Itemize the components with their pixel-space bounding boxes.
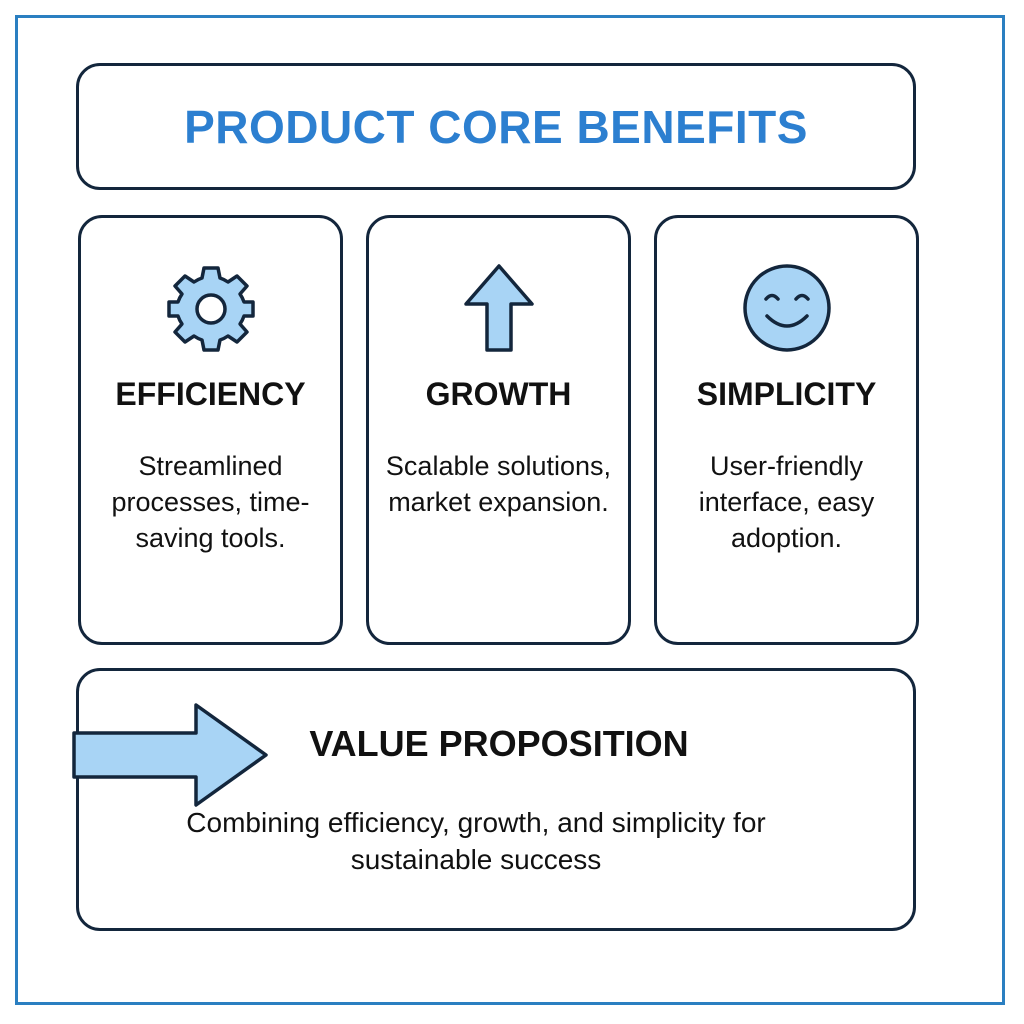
smiley-icon (742, 264, 831, 352)
up-arrow-icon (463, 264, 534, 352)
page-title: PRODUCT CORE BENEFITS (184, 100, 808, 153)
benefit-card-efficiency: EFFICIENCY Streamlined processes, time-s… (78, 215, 343, 645)
gear-icon (166, 266, 255, 352)
benefit-card-growth: GROWTH Scalable solutions, market expans… (366, 215, 631, 645)
card-description: Scalable solutions, market expansion. (385, 451, 612, 517)
right-arrow-icon (72, 703, 268, 807)
card-description: Streamlined processes, time-saving tools… (111, 451, 310, 553)
value-description: Combining efficiency, growth, and simpli… (186, 807, 766, 875)
card-description: User-friendly interface, easy adoption. (698, 451, 875, 553)
card-heading: SIMPLICITY (696, 376, 877, 412)
title-box: PRODUCT CORE BENEFITS (76, 63, 916, 190)
value-heading: VALUE PROPOSITION (309, 723, 689, 764)
benefit-card-simplicity: SIMPLICITY User-friendly interface, easy… (654, 215, 919, 645)
value-proposition-box: VALUE PROPOSITION Combining efficiency, … (76, 668, 916, 931)
card-heading: GROWTH (425, 376, 572, 412)
card-heading: EFFICIENCY (115, 376, 306, 412)
